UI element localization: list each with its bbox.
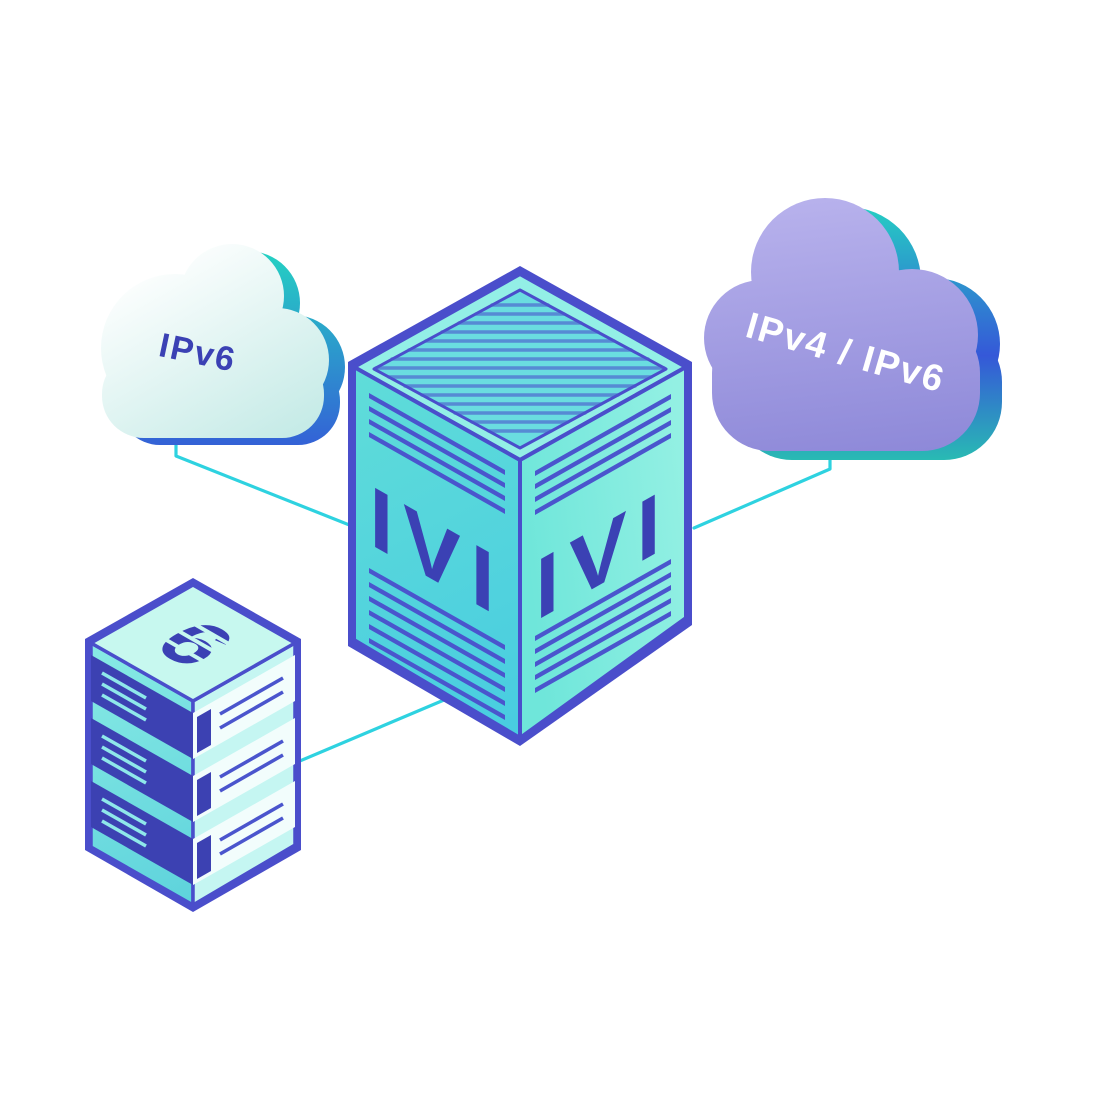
link-server-to-ivi bbox=[286, 687, 472, 768]
ipv6-cloud: IPv6 bbox=[101, 244, 345, 445]
ivi-box-top-stripes bbox=[374, 303, 666, 433]
server-top-label-stencil-lines bbox=[152, 615, 244, 669]
ivi-translator-box: IVI IVI bbox=[348, 266, 692, 746]
ivi-right-face-bottom-lines bbox=[535, 559, 671, 694]
ivi-left-face-top-lines bbox=[369, 392, 505, 514]
server-bay bbox=[91, 781, 295, 885]
ivi-right-face-top-lines bbox=[535, 394, 671, 516]
ivi-left-face-bottom-lines bbox=[369, 567, 505, 720]
dual-stack-cloud-body bbox=[704, 198, 980, 451]
server-bay bbox=[91, 655, 295, 759]
ipv6-server: 6 bbox=[85, 578, 301, 912]
server-bay bbox=[91, 718, 295, 822]
dual-stack-cloud: IPv4 / IPv6 bbox=[704, 198, 1002, 460]
server-top-face bbox=[89, 583, 297, 703]
